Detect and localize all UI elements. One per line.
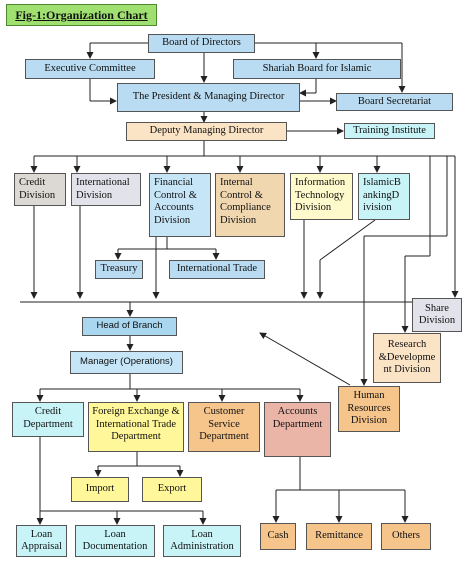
customer-service-department-box: Customer Service Department bbox=[188, 402, 260, 452]
share-division-box: Share Division bbox=[412, 298, 462, 332]
import-box: Import bbox=[71, 477, 129, 502]
training-institute-box: Training Institute bbox=[344, 123, 435, 139]
financial-control-division-box: Financial Control & Accounts Division bbox=[149, 173, 211, 237]
foreign-exchange-department-box: Foreign Exchange & International Trade D… bbox=[88, 402, 184, 452]
accounts-department-box: Accounts Department bbox=[264, 402, 331, 457]
international-trade-box: International Trade bbox=[169, 260, 265, 279]
executive-committee-box: Executive Committee bbox=[25, 59, 155, 79]
head-of-branch-box: Head of Branch bbox=[82, 317, 177, 336]
deputy-managing-director-box: Deputy Managing Director bbox=[126, 122, 287, 141]
credit-department-box: Credit Department bbox=[12, 402, 84, 437]
cash-box: Cash bbox=[260, 523, 296, 550]
board-secretariat-box: Board Secretariat bbox=[336, 93, 453, 111]
credit-division-box: Credit Division bbox=[14, 173, 66, 206]
human-resources-division-box: Human Resources Division bbox=[338, 386, 400, 432]
treasury-box: Treasury bbox=[95, 260, 143, 279]
shariah-board-box: Shariah Board for Islamic bbox=[233, 59, 401, 79]
international-division-box: International Division bbox=[71, 173, 141, 206]
loan-appraisal-box: Loan Appraisal bbox=[16, 525, 67, 557]
it-division-box: Information Technology Division bbox=[290, 173, 353, 220]
research-development-division-box: Research &Developme nt Division bbox=[373, 333, 441, 383]
remittance-box: Remittance bbox=[306, 523, 372, 550]
export-box: Export bbox=[142, 477, 202, 502]
islamic-banking-division-box: IslamicB ankingD ivision bbox=[358, 173, 410, 220]
figure-title: Fig-1:Organization Chart bbox=[6, 4, 157, 26]
president-managing-director-box: The President & Managing Director bbox=[117, 83, 300, 112]
loan-documentation-box: Loan Documentation bbox=[75, 525, 155, 557]
board-of-directors-box: Board of Directors bbox=[148, 34, 255, 53]
others-box: Others bbox=[381, 523, 431, 550]
manager-operations-box: Manager (Operations) bbox=[70, 351, 183, 374]
internal-control-division-box: Internal Control & Compliance Division bbox=[215, 173, 285, 237]
loan-administration-box: Loan Administration bbox=[163, 525, 241, 557]
